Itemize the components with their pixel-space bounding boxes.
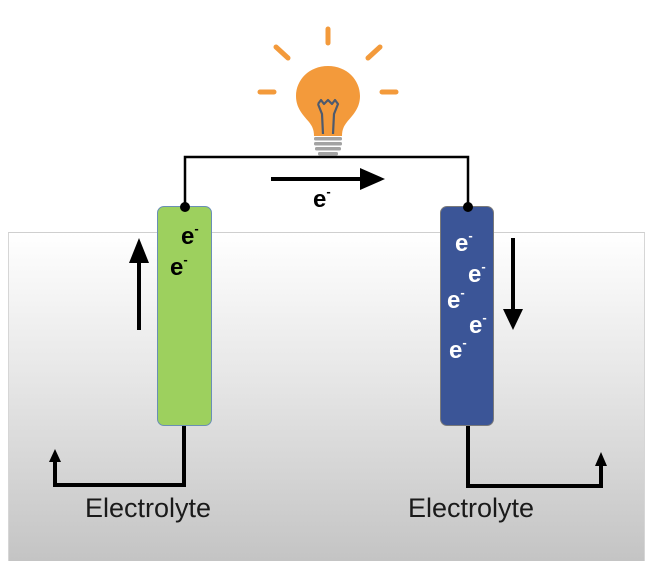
anode-terminal-dot [180,202,190,212]
left-electrolyte-path [49,426,186,487]
bulb-rays [257,26,399,95]
cathode-electron: e- [469,310,487,339]
anode-electron: e- [181,221,199,250]
bulb-ray [273,44,291,61]
cathode-electron: e- [447,285,465,314]
right-electrolyte-label: Electrolyte [408,493,535,523]
light-bulb-icon [257,26,399,156]
right-electrolyte-path [466,426,607,488]
cathode-terminal-dot [463,202,473,212]
cathode-arrow-down [503,238,523,330]
anode-electron: e- [170,252,188,281]
wire-arrow-right [271,168,385,190]
wire-electron-label: e- [313,184,331,213]
bulb-filament [316,98,340,135]
electrolyte-container [8,232,645,561]
anode-electrode [157,206,212,426]
external-wire [183,155,470,207]
cathode-electron: e- [455,228,473,257]
bulb-base [314,137,342,156]
cathode-electron: e- [468,259,486,288]
bulb-ray [365,44,383,61]
anode-arrow-up [129,238,149,330]
cathode-electron: e- [449,335,467,364]
left-electrolyte-label: Electrolyte [85,493,212,523]
